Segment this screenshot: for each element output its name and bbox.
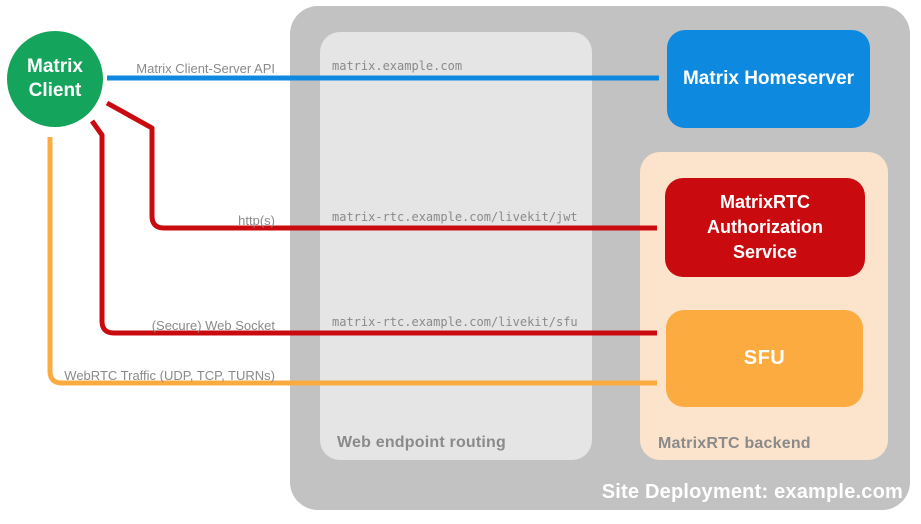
matrix-homeserver-label: Matrix Homeserver [682,68,855,89]
auth-service-label-line2: Authorization [707,217,823,237]
endpoint-livekit-sfu-url: matrix-rtc.example.com/livekit/sfu [332,315,578,329]
matrix-client-label-line1: Matrix [27,56,83,77]
matrixrtc-backend-box: MatrixRTC Authorization Service SFU Matr… [640,152,888,460]
sfu-node: SFU [666,310,863,407]
client-server-api-arrow-label: Matrix Client-Server API [136,61,275,76]
auth-service-label-line3: Service [732,242,798,262]
matrix-client-node: Matrix Client [7,31,103,127]
sfu-label: SFU [743,347,786,369]
matrixrtc-authorization-service-node: MatrixRTC Authorization Service [665,178,865,277]
site-deployment-label: Site Deployment: example.com [601,481,903,503]
matrix-client-label-line2: Client [28,80,82,101]
https-arrow-label: http(s) [238,213,275,228]
web-endpoint-routing-box: Web endpoint routing [320,32,592,460]
secure-web-socket-arrow-label: (Secure) Web Socket [151,318,275,333]
webrtc-traffic-arrow-label: WebRTC Traffic (UDP, TCP, TURNs) [64,368,275,383]
endpoint-homeserver-url: matrix.example.com [332,59,463,73]
endpoint-livekit-jwt-url: matrix-rtc.example.com/livekit/jwt [332,210,578,224]
web-endpoint-routing-label: Web endpoint routing [337,434,507,451]
matrix-homeserver-node: Matrix Homeserver [667,30,870,128]
site-deployment-container: Web endpoint routing MatrixRTC Authoriza… [290,6,910,510]
matrixrtc-backend-label: MatrixRTC backend [658,435,811,452]
auth-service-label-line1: MatrixRTC [719,192,810,212]
